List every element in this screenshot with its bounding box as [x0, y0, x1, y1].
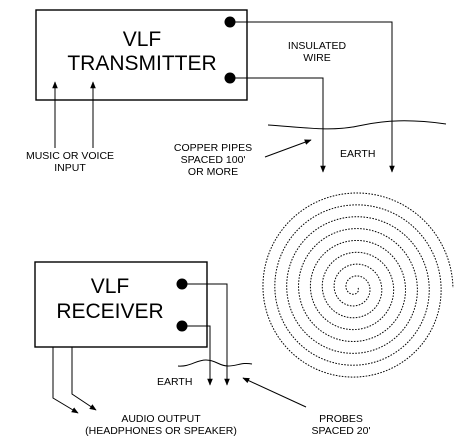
- audio-output-arrow-right: [71, 347, 97, 411]
- earth-surface-bottom: [177, 359, 253, 367]
- receiver-unit: VLF RECEIVER: [34, 261, 208, 348]
- transmitter-wire-outer: [235, 21, 395, 173]
- music-input-label-line2: INPUT: [54, 162, 86, 174]
- transmitter-title-line2: TRANSMITTER: [67, 52, 216, 75]
- music-input-label-line1: MUSIC OR VOICE: [26, 150, 114, 162]
- earth-label-top: EARTH: [340, 148, 375, 160]
- insulated-wire-label-line1: INSULATED: [288, 40, 347, 52]
- transmitter-terminal-bottom: [224, 72, 236, 84]
- receiver-box: [34, 261, 208, 348]
- spiral-coil: [262, 192, 454, 378]
- probes-pointer: [242, 377, 307, 408]
- transmitter-terminal-top: [224, 16, 236, 28]
- audio-output-label-line2: (HEADPHONES OR SPEAKER): [85, 425, 237, 437]
- receiver-title-line2: RECEIVER: [56, 300, 163, 323]
- audio-output-label-line1: AUDIO OUTPUT: [121, 413, 201, 425]
- insulated-wire-label-line2: WIRE: [303, 52, 330, 64]
- receiver-title-line1: VLF: [91, 275, 130, 298]
- probes-label-line1: PROBES: [319, 413, 363, 425]
- receiver-terminal-top: [176, 278, 188, 290]
- receiver-probe-wire-right: [187, 283, 230, 386]
- earth-label-bottom: EARTH: [157, 376, 192, 388]
- transmitter-title-line1: VLF: [123, 28, 162, 51]
- receiver-probe-wire-left: [187, 325, 213, 386]
- copper-pipes-pointer: [264, 139, 312, 158]
- transmitter-unit: VLF TRANSMITTER: [35, 9, 248, 101]
- transmitter-wire-inner: [235, 77, 326, 173]
- copper-pipes-label-line2: SPACED 100': [181, 154, 246, 166]
- copper-pipes-label-line3: OR MORE: [188, 166, 238, 178]
- audio-output-arrow-left: [52, 347, 79, 414]
- receiver-terminal-bottom: [176, 320, 188, 332]
- probes-label-line2: SPACED 20': [311, 425, 370, 437]
- transmitter-box: [35, 9, 248, 101]
- copper-pipes-label-line1: COPPER PIPES: [174, 142, 252, 154]
- earth-surface-top: [267, 120, 447, 130]
